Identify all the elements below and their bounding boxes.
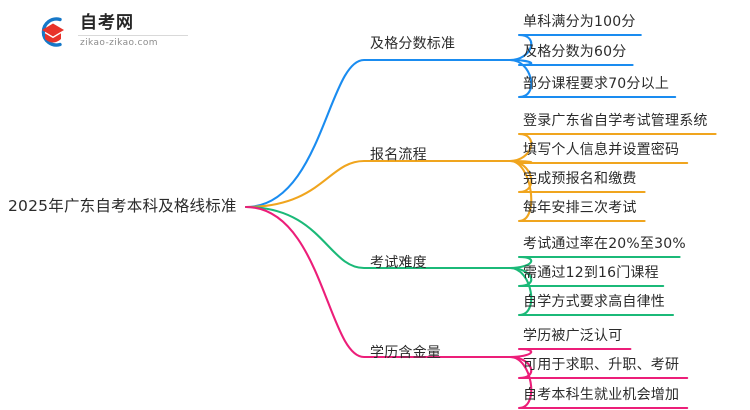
logo-wordmark: 自考网 zikao-zikao.com xyxy=(78,12,190,54)
logo-glyph-icon xyxy=(41,17,64,47)
mindmap-leaf-node[interactable]: 自考本科生就业机会增加 xyxy=(523,387,680,403)
mindmap-branch-node[interactable]: 报名流程 xyxy=(370,147,427,163)
logo-mark-icon xyxy=(30,12,74,52)
logo-cn-text: 自考网 xyxy=(80,13,134,33)
connector-line xyxy=(508,58,677,99)
mindmap-leaf-node[interactable]: 每年安排三次考试 xyxy=(523,200,637,216)
connector-line xyxy=(244,205,512,359)
mindmap-leaf-node[interactable]: 填写个人信息并设置密码 xyxy=(523,142,680,158)
connector-line xyxy=(508,159,689,165)
mindmap-leaf-node[interactable]: 完成预报名和缴费 xyxy=(523,171,637,187)
mindmap-leaf-node[interactable]: 部分课程要求70分以上 xyxy=(523,76,670,92)
mindmap-leaf-node[interactable]: 单科满分为100分 xyxy=(523,14,636,30)
mindmap-leaf-node[interactable]: 登录广东省自学考试管理系统 xyxy=(523,113,708,129)
logo-domain-text: zikao-zikao.com xyxy=(80,38,158,48)
connector-line xyxy=(244,159,512,209)
connector-line xyxy=(508,266,675,317)
connector-line xyxy=(244,205,512,270)
connector-line xyxy=(508,58,634,67)
connector-line xyxy=(244,58,512,209)
mindmap-branch-node[interactable]: 考试难度 xyxy=(370,255,427,271)
mindmap-leaf-node[interactable]: 自学方式要求高自律性 xyxy=(523,294,665,310)
mindmap-leaf-node[interactable]: 需通过12到16门课程 xyxy=(523,265,659,281)
mindmap-leaf-node[interactable]: 可用于求职、升职、考研 xyxy=(523,357,680,373)
connector-line xyxy=(508,347,632,359)
logo-divider xyxy=(78,35,188,36)
site-logo: 自考网 zikao-zikao.com xyxy=(30,12,190,54)
mindmap-leaf-node[interactable]: 学历被广泛认可 xyxy=(523,328,623,344)
connector-line xyxy=(508,159,646,223)
mindmap-root-node[interactable]: 2025年广东自考本科及格线标准 xyxy=(8,197,237,215)
mindmap-branch-node[interactable]: 及格分数标准 xyxy=(370,36,456,52)
mindmap-branch-node[interactable]: 学历含金量 xyxy=(370,345,441,361)
mindmap-leaf-node[interactable]: 及格分数为60分 xyxy=(523,44,627,60)
connector-line xyxy=(508,355,689,410)
mindmap-leaf-node[interactable]: 考试通过率在20%至30% xyxy=(523,236,686,252)
